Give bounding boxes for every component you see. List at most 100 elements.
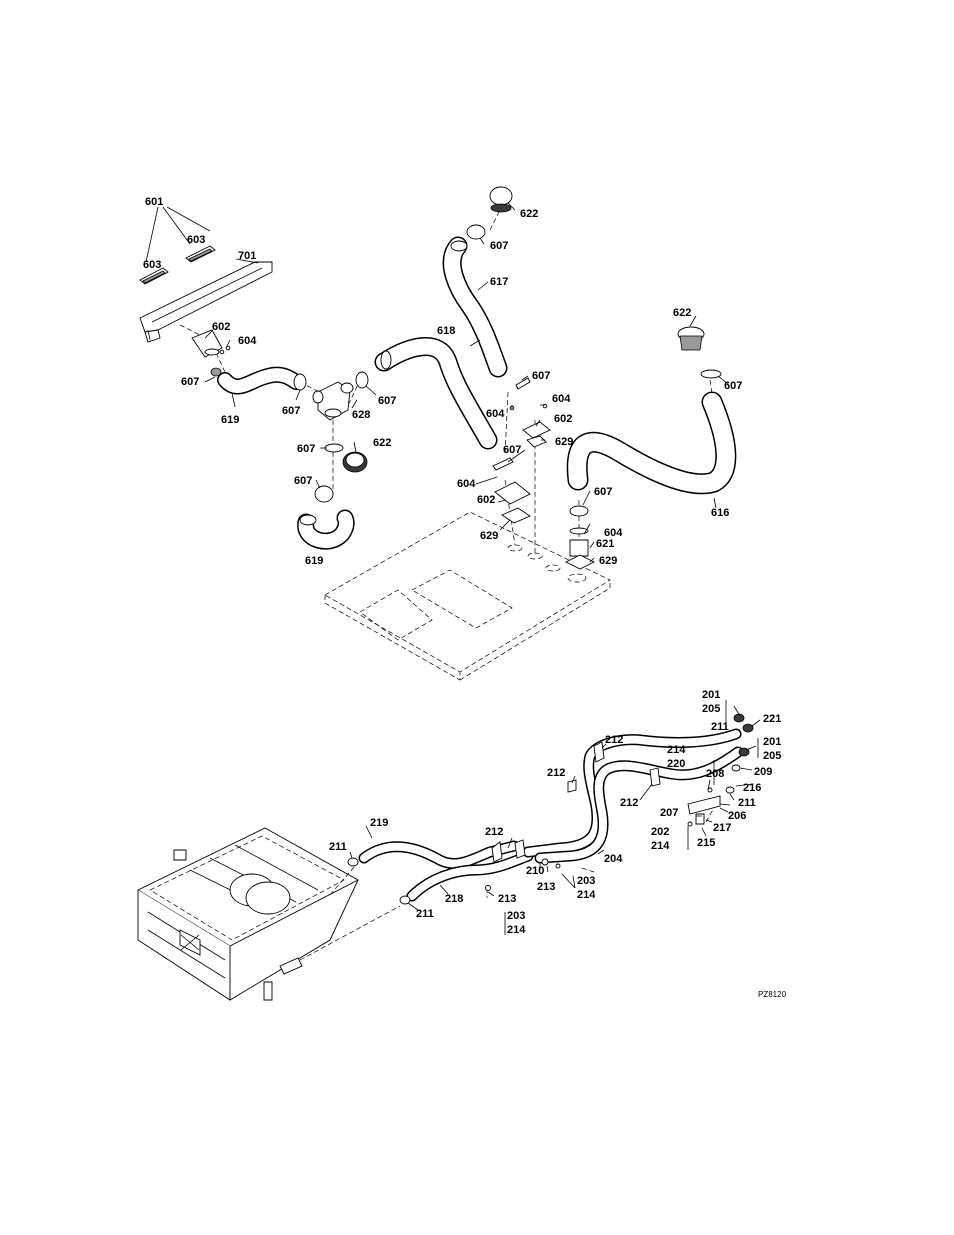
- clamp-607: [293, 373, 307, 391]
- callout-619: 619: [305, 555, 323, 567]
- callout-221: 221: [763, 713, 781, 725]
- callout-618: 618: [437, 325, 455, 337]
- right-stack-parts: [564, 505, 596, 570]
- callout-212: 212: [620, 797, 638, 809]
- callout-607: 607: [282, 405, 300, 417]
- callout-628: 628: [352, 409, 370, 421]
- callout-217: 217: [713, 822, 731, 834]
- callout-205: 205: [702, 703, 720, 715]
- callout-604: 604: [457, 478, 476, 490]
- small-hardware: [210, 345, 231, 377]
- callout-211: 211: [329, 841, 347, 853]
- callout-213: 213: [498, 893, 516, 905]
- callout-202: 202: [651, 826, 669, 838]
- callout-629: 629: [555, 436, 573, 448]
- callout-602: 602: [477, 494, 495, 506]
- callout-607: 607: [378, 395, 396, 407]
- callout-622: 622: [520, 208, 538, 220]
- gasket-603: [139, 245, 216, 285]
- callouts-lower: 201 205 221 211 201 205 212 214 220 208 …: [329, 689, 781, 936]
- cap-622-top: [489, 186, 513, 213]
- callout-201: 201: [702, 689, 720, 701]
- callout-601: 601: [145, 196, 163, 208]
- drain-fitting-602: [191, 329, 223, 358]
- callout-604: 604: [604, 527, 623, 539]
- hose-219: [358, 840, 520, 869]
- lower-assembly: 201 205 221 211 201 205 212 214 220 208 …: [137, 689, 787, 1001]
- callout-603: 603: [187, 234, 205, 246]
- hose-616: [566, 391, 737, 495]
- callout-619: 619: [221, 414, 239, 426]
- callout-617: 617: [490, 276, 508, 288]
- callout-607: 607: [297, 443, 315, 455]
- callout-214: 214: [651, 840, 670, 852]
- callout-203: 203: [577, 875, 595, 887]
- callout-622: 622: [673, 307, 691, 319]
- gutter-trough: [139, 261, 273, 343]
- upper-assembly: 601 603 603 701 602 604 607 619 607 628 …: [139, 186, 742, 681]
- callout-210: 210: [526, 865, 544, 877]
- clamp-607c: [324, 443, 344, 453]
- callouts-upper: 601 603 603 701 602 604 607 619 607 628 …: [143, 196, 742, 567]
- callout-607: 607: [181, 376, 199, 388]
- callout-203: 203: [507, 910, 525, 922]
- callout-204: 204: [604, 853, 623, 865]
- callout-216: 216: [743, 782, 761, 794]
- right-fittings: [347, 713, 754, 905]
- clamp-607d: [314, 485, 334, 503]
- leader-lines-lower: [349, 700, 761, 935]
- callout-629: 629: [480, 530, 498, 542]
- callout-214: 214: [577, 889, 596, 901]
- hose-617: [442, 236, 508, 378]
- clamp-607f: [700, 369, 722, 379]
- callout-604: 604: [486, 408, 505, 420]
- callout-621: 621: [596, 538, 614, 550]
- callout-220: 220: [667, 758, 685, 770]
- callout-219: 219: [370, 817, 388, 829]
- clips-212: [491, 741, 661, 863]
- hose-619-upper: [217, 366, 304, 395]
- callout-212: 212: [485, 826, 503, 838]
- leader-lines-upper: [145, 202, 729, 563]
- base-plate: [324, 511, 611, 681]
- callout-214: 214: [507, 924, 526, 936]
- callout-212: 212: [605, 734, 623, 746]
- cap-622-right: [677, 326, 705, 351]
- wye-fitting-628: [312, 381, 354, 421]
- callout-207: 207: [660, 807, 678, 819]
- callout-629: 629: [599, 555, 617, 567]
- callout-206: 206: [728, 810, 746, 822]
- callout-215: 215: [697, 837, 715, 849]
- hose-218: [406, 850, 534, 902]
- callout-607: 607: [503, 444, 521, 456]
- hose-204: [522, 728, 744, 864]
- callout-604: 604: [552, 393, 571, 405]
- hose-618: [374, 337, 498, 450]
- callout-604: 604: [238, 335, 257, 347]
- callout-607: 607: [724, 380, 742, 392]
- tray-housing: [137, 827, 359, 1001]
- callout-211: 211: [711, 721, 729, 733]
- callout-603: 603: [143, 259, 161, 271]
- callout-607: 607: [594, 486, 612, 498]
- clamp-607b: [355, 371, 369, 389]
- callout-607: 607: [294, 475, 312, 487]
- callout-622: 622: [373, 437, 391, 449]
- callout-602: 602: [554, 413, 572, 425]
- callout-209: 209: [754, 766, 772, 778]
- callout-205: 205: [763, 750, 781, 762]
- callout-211: 211: [416, 908, 434, 920]
- callout-213: 213: [537, 881, 555, 893]
- callout-701: 701: [238, 250, 256, 262]
- callout-201: 201: [763, 736, 781, 748]
- callout-218: 218: [445, 893, 463, 905]
- callout-214: 214: [667, 744, 686, 756]
- callout-602: 602: [212, 321, 230, 333]
- hose-619-lower: [297, 509, 355, 550]
- cap-622-left: [342, 451, 368, 473]
- callout-616: 616: [711, 507, 729, 519]
- callout-607: 607: [490, 240, 508, 252]
- callout-208: 208: [706, 768, 724, 780]
- callout-212: 212: [547, 767, 565, 779]
